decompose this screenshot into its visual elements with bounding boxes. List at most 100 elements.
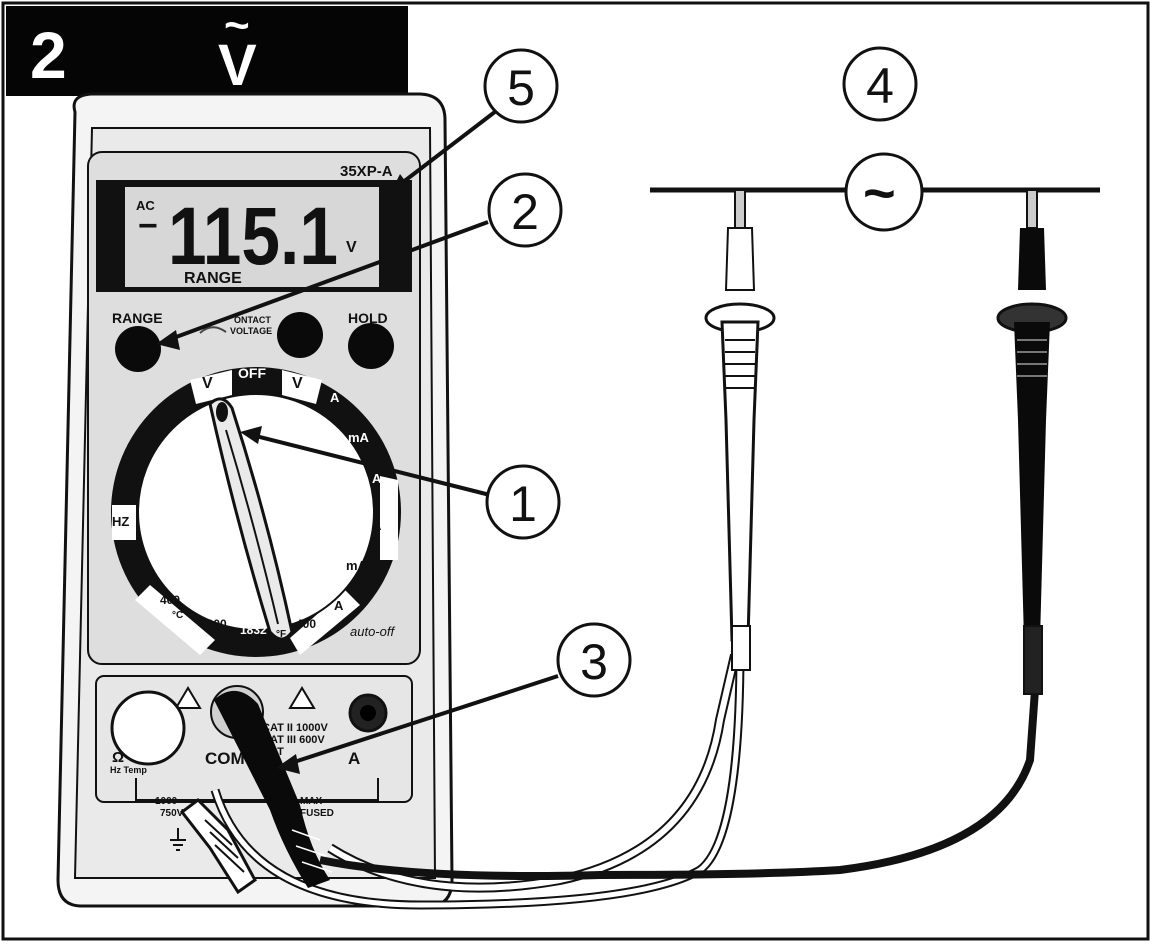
white-probe <box>704 189 776 671</box>
vohm-rating-750: 750V <box>160 808 184 819</box>
callout-3-number: 3 <box>580 634 608 690</box>
mode-symbol: V <box>218 33 257 98</box>
callout-5 <box>483 48 559 124</box>
cat-rating-1: CAT II 1000V <box>262 722 328 734</box>
white-lead <box>212 649 743 908</box>
callout-1-number: 1 <box>509 476 537 532</box>
dial-label-f1832: 1832 <box>240 623 267 637</box>
white-probe-tip <box>734 189 746 229</box>
jack-bracket <box>135 778 379 801</box>
callout-4 <box>842 46 918 122</box>
contact-voltage-label-1: ONTACT <box>234 315 271 325</box>
dial-segment-vdc <box>282 370 322 404</box>
hold-button[interactable] <box>348 323 394 369</box>
callout-4-number: 4 <box>866 58 894 114</box>
dial-label-f400: 400 <box>296 617 316 631</box>
white-plug-grip <box>204 819 245 873</box>
black-probe-grip-rings <box>1017 339 1047 377</box>
dial-label-a-ac: A <box>372 518 382 533</box>
callout-2-number: 2 <box>511 184 539 240</box>
callout-1-arrowhead <box>240 426 262 444</box>
model-label: 35XP-A <box>340 163 393 180</box>
lcd-minus: − <box>138 207 158 245</box>
lcd-ac-indicator: AC <box>136 198 155 213</box>
dial-label-vdc: V <box>292 375 303 392</box>
dial-segment-ac-amps <box>380 476 398 560</box>
callout-3-arrow <box>287 674 559 766</box>
cat-rating-2: CAT III 600V <box>262 734 325 746</box>
black-probe-handle <box>1014 322 1050 640</box>
white-probe-grip-rings <box>725 339 755 389</box>
contact-voltage-button[interactable] <box>277 312 323 358</box>
callout-1 <box>485 464 561 540</box>
dial-label-c-unit: °C <box>172 610 183 621</box>
dial-label-ua-ac: A <box>334 598 344 613</box>
dial-label-ma-ac: mA <box>346 558 368 573</box>
black-probe-collar <box>1018 228 1046 290</box>
amps-max-label: MAX <box>300 796 323 807</box>
ground-icon <box>170 828 186 851</box>
warning-icon-right <box>288 686 316 709</box>
callout-3 <box>556 622 632 698</box>
amps-jack-hole <box>360 705 376 721</box>
step-header <box>6 6 408 96</box>
lcd-reading: 115.1 <box>168 191 338 282</box>
vohm-rating-1000: 1000 <box>155 796 178 807</box>
dial-label-c1000: 1000 <box>200 617 227 631</box>
black-probe-tip <box>1026 189 1038 229</box>
hold-button-label: HOLD <box>348 310 388 326</box>
amps-jack-label: A <box>348 749 360 768</box>
contact-voltage-label-2: VOLTAGE <box>230 326 272 336</box>
dial-segment-fahrenheit <box>290 590 360 655</box>
lcd-unit: V <box>346 239 357 256</box>
dial-label-vac: V <box>202 375 213 392</box>
multimeter: 35XP-A AC − 115.1 V RANGE RANGE ONTACT V… <box>56 92 454 908</box>
callout-2 <box>487 172 563 248</box>
ac-source-circle <box>844 152 924 232</box>
dial-label-c400: 400 <box>160 593 180 607</box>
ac-source-symbol: ~ <box>863 161 896 224</box>
black-probe-boot <box>1023 625 1043 695</box>
callout-1-arrow <box>251 433 491 497</box>
dial-pointer-groove <box>225 429 279 625</box>
mode-accent: ~ <box>224 1 250 50</box>
lcd-screen <box>123 185 381 289</box>
dial-label-hz: HZ <box>112 514 129 529</box>
red-probe-cable <box>328 654 738 891</box>
dial-segment-celsius <box>135 585 215 655</box>
dial-label-off: OFF <box>238 365 266 381</box>
range-button[interactable] <box>115 326 161 372</box>
callout-2-arrow <box>167 220 489 342</box>
callout-3-arrowhead <box>276 754 300 774</box>
dial-label-ma-dc: mA <box>348 430 370 445</box>
black-plug-grip <box>291 829 333 873</box>
callout-5-arrow <box>396 106 502 188</box>
com-jack-label: COM <box>205 749 245 768</box>
dial-label-ua-dc: A <box>330 390 340 405</box>
dial-label-a-dc: A <box>372 471 382 486</box>
black-probe <box>996 189 1068 695</box>
black-plug-body <box>214 690 330 888</box>
contact-voltage-icon <box>199 326 227 334</box>
white-probe-collar <box>724 227 756 291</box>
step-number: 2 <box>30 18 67 92</box>
white-plug-body <box>179 798 257 895</box>
black-probe-cable <box>319 689 1039 880</box>
white-probe-boot <box>731 625 751 671</box>
vohm-jack-sublabel: Hz Temp <box>110 765 147 775</box>
callout-5-arrowhead <box>390 174 412 194</box>
callout-5-number: 5 <box>507 60 535 116</box>
amps-fused-label: FUSED <box>300 808 334 819</box>
warning-icon-left <box>174 686 202 709</box>
dial-segment-vac <box>190 370 232 404</box>
range-button-label: RANGE <box>112 310 163 326</box>
callout-2-arrowhead <box>156 330 180 350</box>
dial-segment-hz <box>112 505 136 540</box>
dial-pointer-tip <box>216 402 228 422</box>
vohm-jack[interactable] <box>110 690 186 766</box>
lcd-range-label: RANGE <box>184 270 242 287</box>
dial-label-f-unit: °F <box>276 629 286 640</box>
auto-off-label: auto-off <box>350 624 395 639</box>
